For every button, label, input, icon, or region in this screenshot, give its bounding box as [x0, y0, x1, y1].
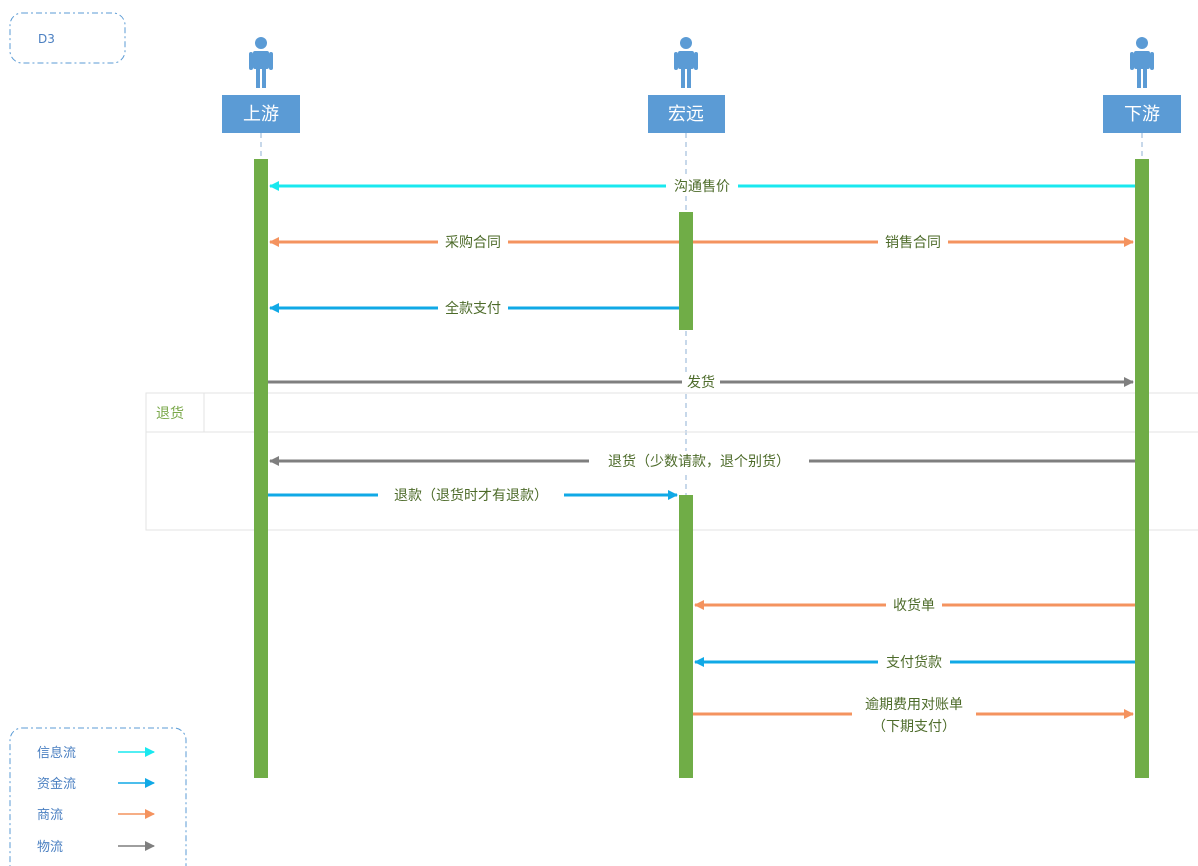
legend: 信息流 资金流 商流 物流	[9, 727, 187, 866]
message-label: 退货（少数请款，退个别货）	[608, 453, 790, 470]
legend-item-info-flow: 信息流	[37, 745, 155, 761]
message-label: 采购合同	[445, 235, 501, 251]
person-icon	[1130, 37, 1154, 88]
legend-item-commerce-flow: 商流	[37, 808, 155, 823]
message-sales-contract[interactable]: 销售合同	[693, 232, 1134, 252]
message-price-negotiation[interactable]: 沟通售价	[269, 176, 1135, 196]
fragment-label: 退货	[156, 405, 184, 422]
actor-hongyuan[interactable]: 宏远	[648, 37, 725, 133]
actor-box	[1103, 95, 1181, 133]
legend-item-logistics-flow: 物流	[37, 840, 155, 855]
actor-label: 下游	[1124, 104, 1160, 125]
person-icon	[249, 37, 273, 88]
message-label: 退款（退货时才有退款）	[394, 487, 548, 504]
legend-label: 资金流	[37, 776, 76, 792]
diagram-id-box: D3	[9, 12, 126, 64]
message-label: 收货单	[893, 597, 935, 614]
message-label: 全款支付	[445, 300, 501, 317]
activation-bar-downstream	[1135, 159, 1149, 778]
actor-upstream[interactable]: 上游	[222, 37, 300, 133]
legend-label: 商流	[37, 808, 63, 823]
activation-bar-hongyuan	[679, 212, 693, 330]
message-label: 发货	[687, 374, 715, 391]
actor-box	[648, 95, 725, 133]
message-refund[interactable]: 退款（退货时才有退款）	[268, 485, 678, 505]
person-icon	[674, 37, 698, 88]
actor-label: 上游	[243, 104, 279, 125]
activation-bar-upstream	[254, 159, 268, 778]
diagram-id: D3	[38, 32, 55, 46]
message-ship-goods[interactable]: 发货	[268, 372, 1134, 392]
legend-item-funds-flow: 资金流	[37, 776, 155, 792]
message-label: 逾期费用对账单	[865, 697, 963, 713]
message-label: 沟通售价	[674, 179, 730, 195]
fragment-return: 退货	[145, 392, 1198, 531]
message-purchase-contract[interactable]: 采购合同	[269, 232, 679, 252]
message-label-line2: （下期支付）	[872, 719, 956, 735]
message-full-payment[interactable]: 全款支付	[269, 298, 679, 318]
actor-label: 宏远	[668, 104, 704, 125]
actor-downstream[interactable]: 下游	[1103, 37, 1181, 133]
message-pay-for-goods[interactable]: 支付货款	[694, 652, 1135, 672]
legend-label: 物流	[37, 840, 63, 855]
actor-box	[222, 95, 300, 133]
activation-bar-hongyuan	[679, 495, 693, 778]
message-overdue-statement[interactable]: 逾期费用对账单 （下期支付）	[693, 694, 1134, 736]
message-label: 销售合同	[885, 235, 941, 251]
message-goods-receipt[interactable]: 收货单	[694, 595, 1135, 615]
message-return-goods[interactable]: 退货（少数请款，退个别货）	[269, 451, 1135, 471]
message-label: 支付货款	[886, 654, 942, 671]
legend-label: 信息流	[37, 745, 76, 761]
